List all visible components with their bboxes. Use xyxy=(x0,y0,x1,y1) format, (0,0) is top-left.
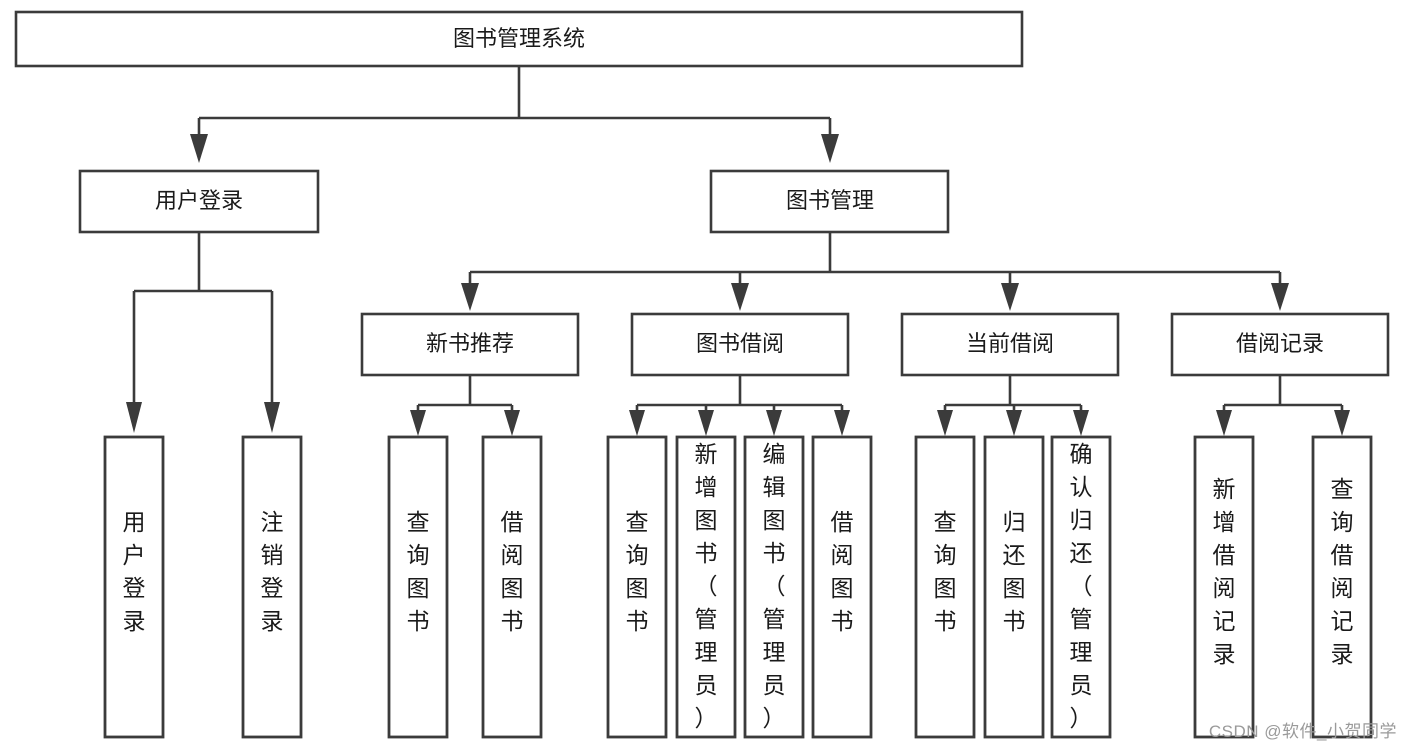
arrow-head-leaf-borrow-book-1 xyxy=(504,410,520,436)
node-leaf-query-book-1-label: 查询图书 xyxy=(407,509,430,634)
arrow-head-book-borrow xyxy=(731,283,749,311)
connector-group-user-login xyxy=(126,232,280,433)
node-leaf-confirm-return-label: 确认归还（管理员） xyxy=(1070,441,1093,731)
arrow-head-leaf-confirm-return xyxy=(1073,410,1089,436)
arrow-head-leaf-query-record xyxy=(1334,410,1350,436)
node-leaf-return-book-box[interactable] xyxy=(983,435,1045,739)
node-new-book-recommend-label: 新书推荐 xyxy=(426,331,514,356)
node-current-borrow-label: 当前借阅 xyxy=(966,331,1054,356)
node-leaf-borrow-book-1-label: 借阅图书 xyxy=(501,509,524,634)
arrow-head-book-management xyxy=(821,134,839,163)
node-leaf-logout-login-label: 注销登录 xyxy=(261,509,284,634)
node-user-login-label: 用户登录 xyxy=(155,188,243,213)
node-leaf-query-book-1[interactable]: 查询图书 xyxy=(387,435,449,739)
node-leaf-query-book-3-box[interactable] xyxy=(914,435,976,739)
node-leaf-user-login-label: 用户登录 xyxy=(123,509,146,634)
node-leaf-edit-book-box[interactable] xyxy=(743,435,805,739)
node-borrow-record-box[interactable] xyxy=(1170,312,1390,377)
node-leaf-query-book-2-box[interactable] xyxy=(606,435,668,739)
node-book-borrow-box[interactable] xyxy=(630,312,850,377)
node-leaf-query-record-label: 查询借阅记录 xyxy=(1331,476,1354,667)
node-leaf-query-book-3[interactable]: 查询图书 xyxy=(914,435,976,739)
node-leaf-add-book[interactable]: 新增图书（管理员） xyxy=(675,435,737,739)
node-leaf-query-record-box[interactable] xyxy=(1311,435,1373,739)
node-leaf-logout-login-box[interactable] xyxy=(241,435,303,739)
node-leaf-add-book-label: 新增图书（管理员） xyxy=(695,441,718,731)
node-leaf-logout-login[interactable]: 注销登录 xyxy=(241,435,303,739)
connector-group-new-book-recommend xyxy=(410,375,520,436)
node-leaf-query-record[interactable]: 查询借阅记录 xyxy=(1311,435,1373,739)
arrow-head-leaf-return-book xyxy=(1006,410,1022,436)
arrow-head-leaf-add-book xyxy=(698,410,714,436)
node-leaf-confirm-return-box[interactable] xyxy=(1050,435,1112,739)
node-leaf-query-book-2[interactable]: 查询图书 xyxy=(606,435,668,739)
arrow-head-leaf-user-login xyxy=(126,402,142,433)
arrow-head-leaf-logout-login xyxy=(264,402,280,433)
node-user-login[interactable]: 用户登录 xyxy=(78,169,320,234)
node-book-management-label: 图书管理 xyxy=(786,188,874,213)
node-leaf-confirm-return[interactable]: 确认归还（管理员） xyxy=(1050,435,1112,739)
arrow-head-current-borrow xyxy=(1001,283,1019,311)
node-leaf-user-login-box[interactable] xyxy=(103,435,165,739)
node-leaf-borrow-book-1-box[interactable] xyxy=(481,435,543,739)
node-leaf-query-book-1-box[interactable] xyxy=(387,435,449,739)
node-book-management-box[interactable] xyxy=(709,169,950,234)
node-leaf-add-record-label: 新增借阅记录 xyxy=(1213,476,1236,667)
connector-group-root xyxy=(190,66,839,163)
csdn-watermark: CSDN @软件_小贺同学 xyxy=(1208,722,1397,741)
node-new-book-recommend-box[interactable] xyxy=(360,312,580,377)
node-leaf-query-book-2-label: 查询图书 xyxy=(626,509,649,634)
arrow-head-leaf-borrow-book-2 xyxy=(834,410,850,436)
node-book-borrow[interactable]: 图书借阅 xyxy=(630,312,850,377)
arrow-head-leaf-edit-book xyxy=(766,410,782,436)
node-book-management[interactable]: 图书管理 xyxy=(709,169,950,234)
node-leaf-return-book[interactable]: 归还图书 xyxy=(983,435,1045,739)
node-root[interactable]: 图书管理系统 xyxy=(14,10,1024,68)
node-current-borrow-box[interactable] xyxy=(900,312,1120,377)
node-leaf-borrow-book-2[interactable]: 借阅图书 xyxy=(811,435,873,739)
arrow-head-new-book-recommend xyxy=(461,283,479,311)
node-new-book-recommend[interactable]: 新书推荐 xyxy=(360,312,580,377)
arrow-head-user-login xyxy=(190,134,208,163)
arrow-head-borrow-record xyxy=(1271,283,1289,311)
node-root-label: 图书管理系统 xyxy=(453,26,585,51)
connector-group-book-borrow xyxy=(629,375,850,436)
node-leaf-borrow-book-2-box[interactable] xyxy=(811,435,873,739)
node-user-login-box[interactable] xyxy=(78,169,320,234)
node-leaf-user-login[interactable]: 用户登录 xyxy=(103,435,165,739)
node-leaf-borrow-book-2-label: 借阅图书 xyxy=(831,509,854,634)
node-leaf-edit-book-label: 编辑图书（管理员） xyxy=(763,441,786,731)
node-leaf-edit-book[interactable]: 编辑图书（管理员） xyxy=(743,435,805,739)
arrow-head-leaf-query-book-3 xyxy=(937,410,953,436)
node-book-borrow-label: 图书借阅 xyxy=(696,331,784,356)
node-leaf-return-book-label: 归还图书 xyxy=(1003,509,1026,634)
node-leaf-query-book-3-label: 查询图书 xyxy=(934,509,957,634)
arrow-head-leaf-query-book-2 xyxy=(629,410,645,436)
node-root-box[interactable] xyxy=(14,10,1024,68)
node-borrow-record-label: 借阅记录 xyxy=(1236,331,1324,356)
node-leaf-add-book-box[interactable] xyxy=(675,435,737,739)
node-borrow-record[interactable]: 借阅记录 xyxy=(1170,312,1390,377)
node-leaf-add-record-box[interactable] xyxy=(1193,435,1255,739)
node-leaf-add-record[interactable]: 新增借阅记录 xyxy=(1193,435,1255,739)
node-leaf-borrow-book-1[interactable]: 借阅图书 xyxy=(481,435,543,739)
arrow-head-leaf-query-book-1 xyxy=(410,410,426,436)
connector-group-current-borrow xyxy=(937,375,1089,436)
connector-group-borrow-record xyxy=(1216,375,1350,436)
node-current-borrow[interactable]: 当前借阅 xyxy=(900,312,1120,377)
arrow-head-leaf-add-record xyxy=(1216,410,1232,436)
connector-group-book-management xyxy=(461,232,1289,311)
